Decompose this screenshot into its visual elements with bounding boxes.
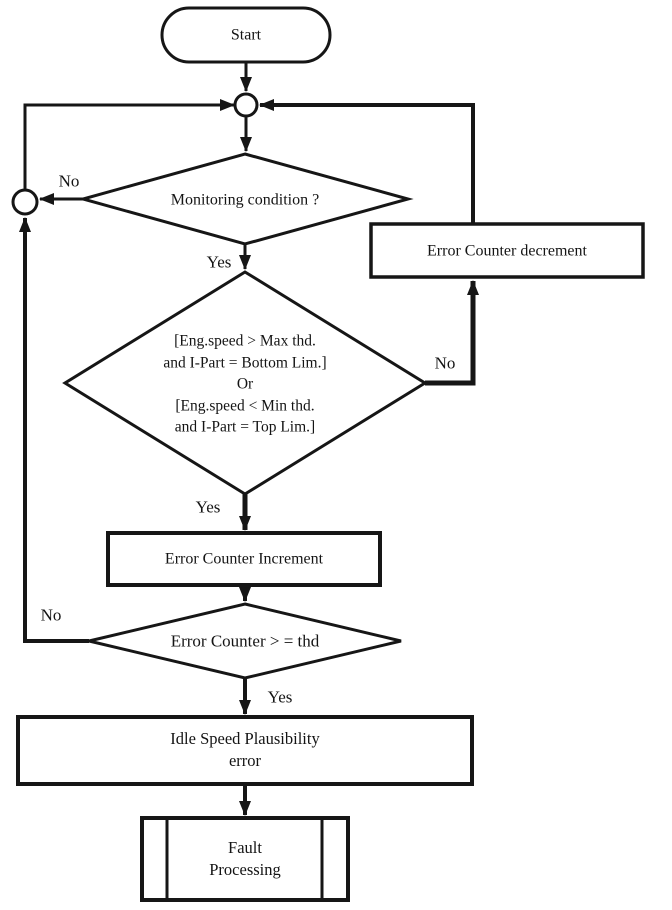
edge-leftjunction-to-junction bbox=[23, 99, 235, 190]
edge-speed-no-to-decrement bbox=[425, 280, 479, 386]
speed-condition-yes-label: Yes bbox=[195, 497, 221, 517]
speed-condition-label: [Eng.speed > Max thd. and I-Part = Botto… bbox=[163, 330, 326, 438]
error-counter-increment-node bbox=[106, 531, 382, 587]
idle-speed-error-label: Idle Speed Plausibility error bbox=[170, 728, 319, 772]
junction-left-connector bbox=[11, 188, 39, 216]
fault-processing-line-1: Fault bbox=[228, 838, 262, 857]
start-label: Start bbox=[230, 26, 262, 44]
speed-condition-decision-node bbox=[62, 270, 428, 496]
speed-condition-line-3: Or bbox=[236, 375, 254, 393]
error-counter-threshold-decision-node bbox=[88, 602, 402, 680]
speed-condition-line-5: and I-Part = Top Lim.] bbox=[174, 418, 316, 436]
threshold-yes-label: Yes bbox=[267, 687, 293, 707]
junction-top-connector bbox=[233, 92, 259, 118]
idle-speed-error-line-1: Idle Speed Plausibility bbox=[170, 729, 320, 748]
speed-condition-no-label: No bbox=[434, 353, 456, 373]
fault-processing-node bbox=[140, 816, 350, 902]
threshold-no-label: No bbox=[40, 605, 62, 625]
fault-processing-label: Fault Processing bbox=[209, 837, 281, 881]
speed-condition-line-4: [Eng.speed < Min thd. bbox=[175, 396, 315, 414]
idle-speed-error-line-2: error bbox=[228, 751, 262, 770]
start-node bbox=[160, 6, 332, 64]
edge-decrement-to-junction bbox=[259, 99, 475, 224]
error-counter-increment-label: Error Counter Increment bbox=[164, 550, 324, 568]
error-counter-decrement-node bbox=[369, 222, 645, 279]
monitoring-yes-label: Yes bbox=[206, 252, 232, 272]
idle-speed-error-node bbox=[16, 715, 474, 786]
error-counter-decrement-label: Error Counter decrement bbox=[427, 242, 587, 260]
speed-condition-line-2: and I-Part = Bottom Lim.] bbox=[163, 353, 327, 371]
error-counter-threshold-label: Error Counter > = thd bbox=[170, 631, 320, 651]
speed-condition-line-1: [Eng.speed > Max thd. bbox=[174, 332, 316, 350]
fault-processing-line-2: Processing bbox=[209, 860, 281, 879]
monitoring-no-label: No bbox=[58, 171, 80, 191]
monitoring-decision-node bbox=[77, 152, 414, 246]
monitoring-label: Monitoring condition ? bbox=[170, 191, 320, 209]
edge-threshold-no bbox=[19, 217, 89, 643]
